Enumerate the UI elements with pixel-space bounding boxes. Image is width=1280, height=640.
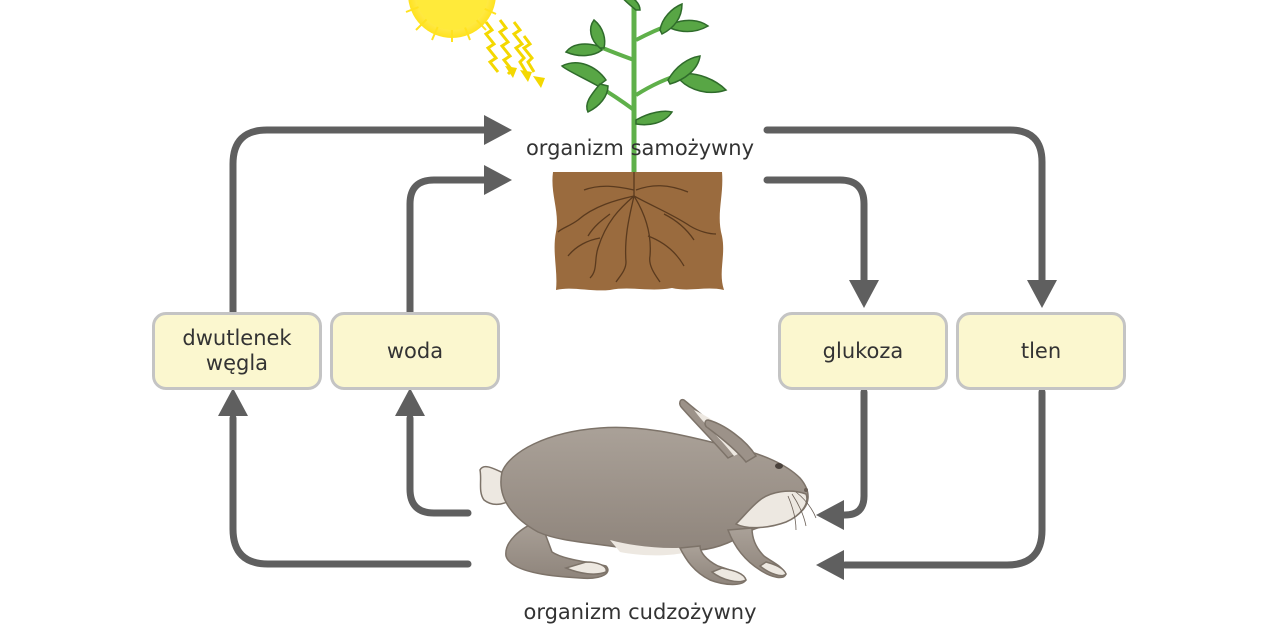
- arrow-plant-to-glucose: [763, 176, 868, 286]
- soil-with-roots: [552, 172, 724, 291]
- arrow-oxygen-to-rabbit: [841, 388, 1046, 569]
- autotroph-label: organizm samożywny: [525, 136, 755, 160]
- water-box: woda: [330, 312, 500, 390]
- carbon-dioxide-line2: węgla: [205, 351, 269, 375]
- arrow-rabbit-to-co2: [229, 414, 472, 568]
- sunlight-rays: [483, 19, 536, 76]
- arrow-rabbit-to-water: [406, 414, 472, 517]
- plant-icon: [560, 0, 728, 190]
- arrow-water-to-plant: [406, 176, 494, 316]
- arrow-plant-to-oxygen: [763, 126, 1046, 286]
- glucose-box: glukoza: [778, 312, 948, 390]
- sun-icon: [405, 0, 497, 42]
- cycle-arrows: [229, 126, 1046, 569]
- water-label: woda: [386, 338, 444, 363]
- heterotroph-label: organizm cudzożywny: [523, 600, 757, 624]
- glucose-label: glukoza: [822, 338, 904, 363]
- oxygen-box: tlen: [956, 312, 1126, 390]
- arrowheads: [218, 115, 1057, 580]
- arrow-co2-to-plant: [229, 126, 494, 316]
- carbon-dioxide-box: dwutlenek węgla: [152, 312, 322, 390]
- rabbit-icon: [479, 398, 817, 586]
- carbon-dioxide-line1: dwutlenek: [182, 326, 292, 350]
- arrow-glucose-to-rabbit: [836, 388, 868, 519]
- oxygen-label: tlen: [1020, 338, 1062, 363]
